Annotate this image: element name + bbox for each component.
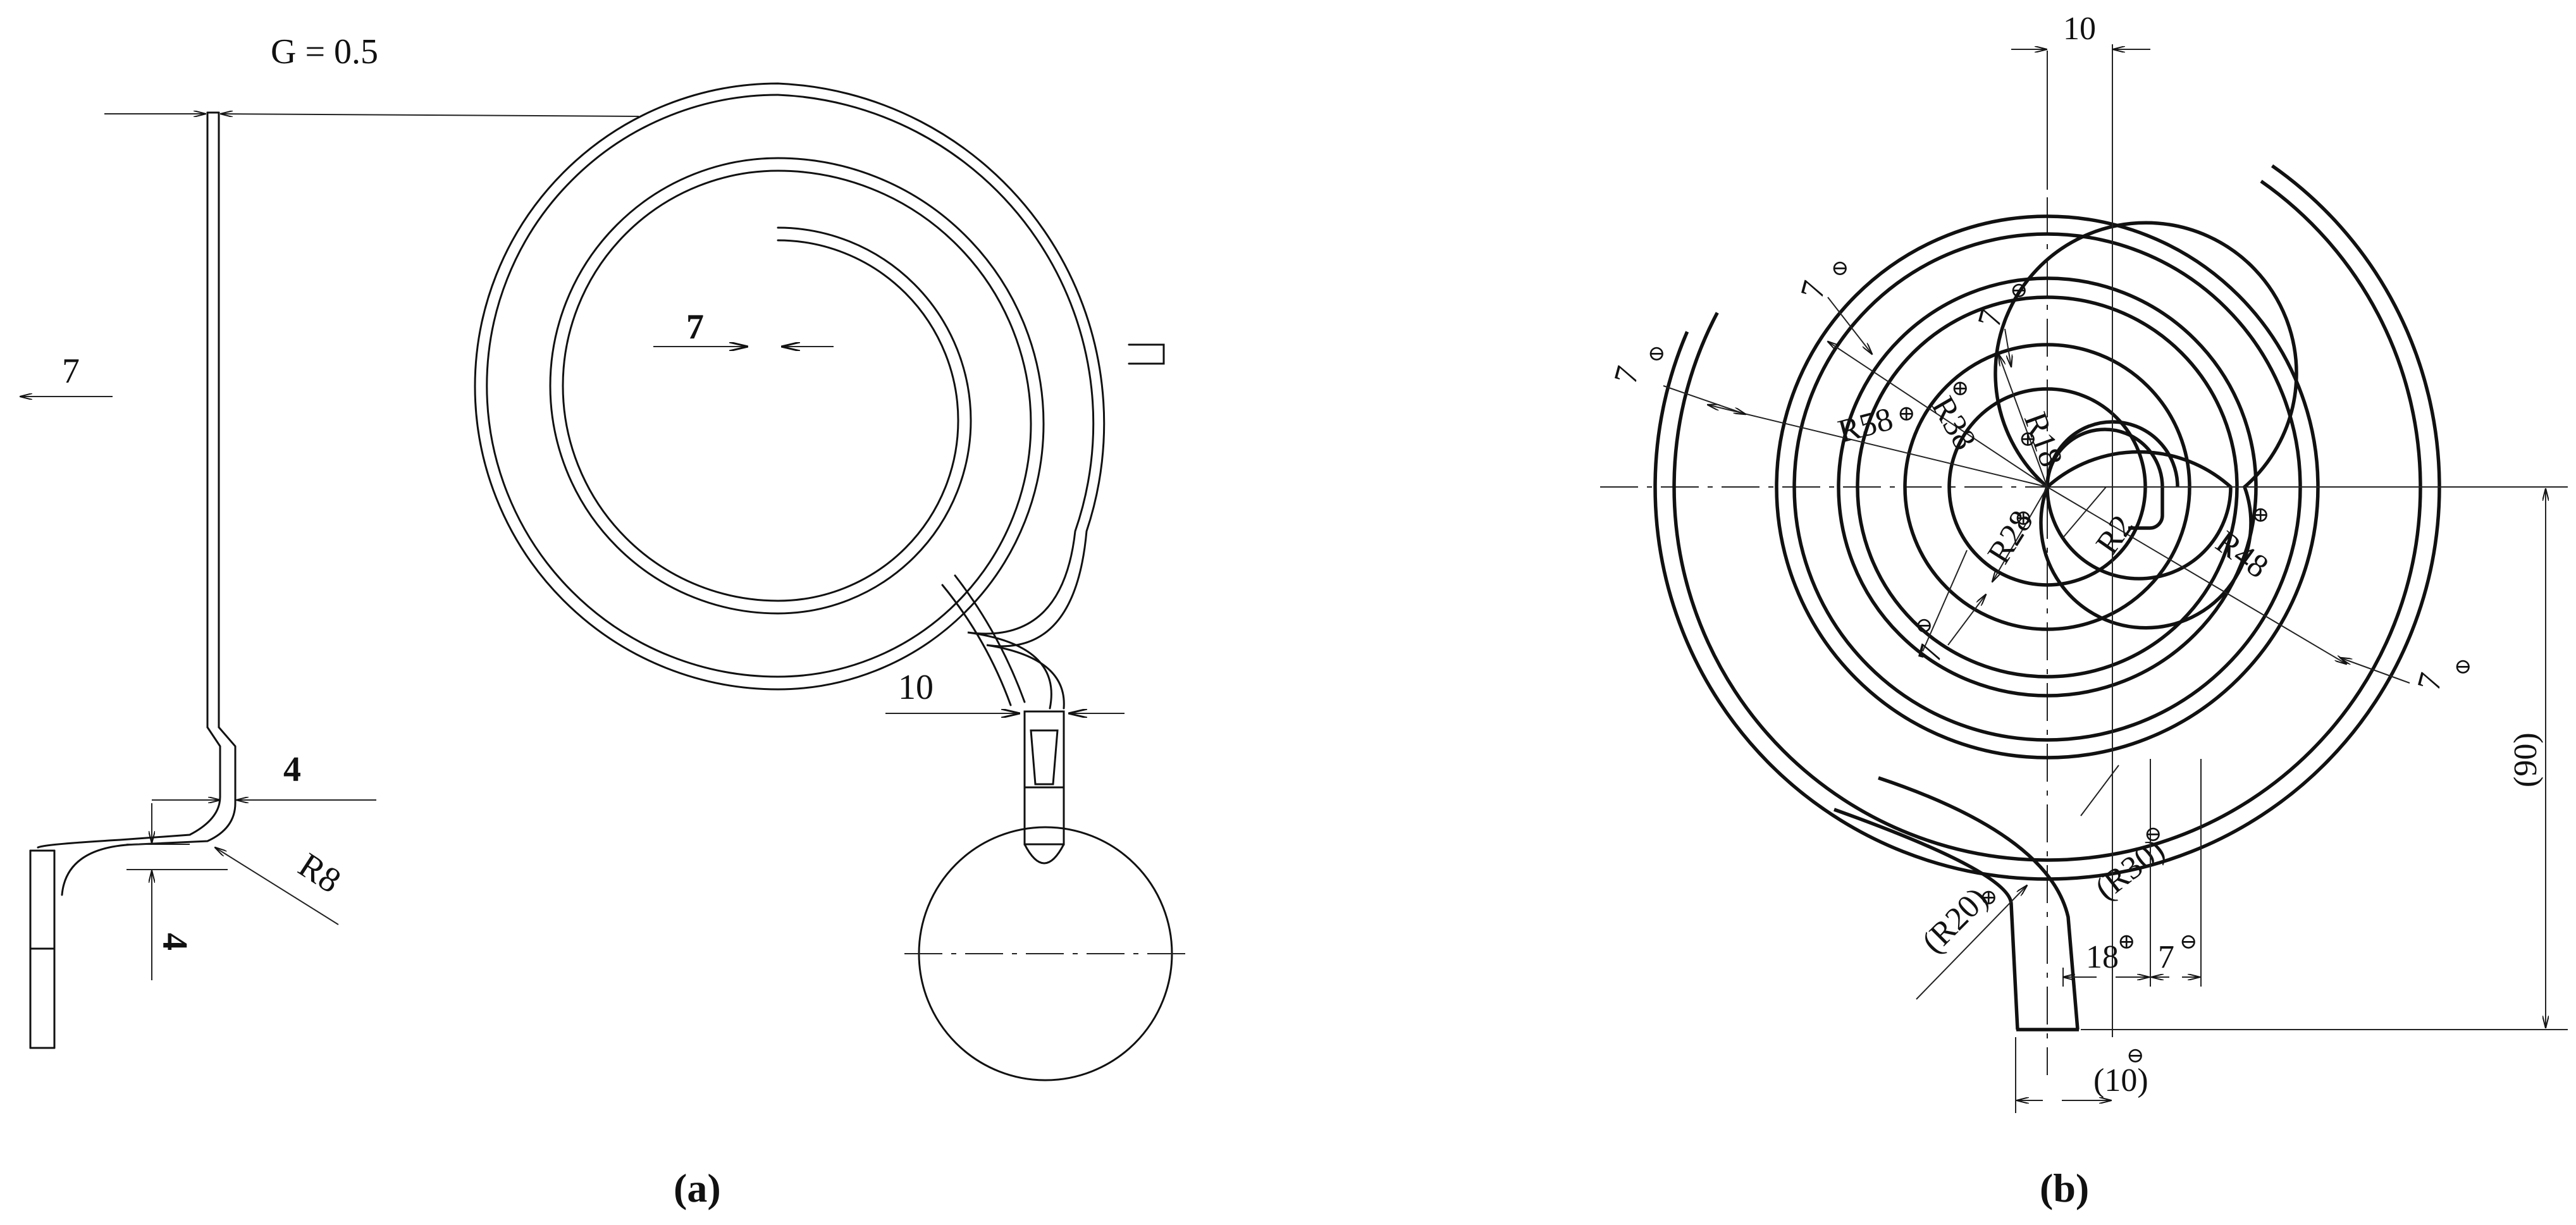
caption-a: (a): [674, 1166, 721, 1210]
bottom-dims: 18 7 (10): [2015, 759, 2202, 1113]
dim-4-h-label: 4: [283, 750, 301, 789]
panel-b: 10 R58 R38 R18 R28 R48 R2 (R30) (R20): [1600, 11, 2568, 1210]
top-width-label: 10: [2063, 11, 2096, 47]
gap-label: G = 0.5: [271, 32, 378, 71]
top-width-dim: 10: [2011, 11, 2150, 1037]
minus-symbol-7a: ⊖: [1648, 342, 1666, 366]
radius-leaders: R58 R38 R18 R28 R48 R2 (R30) (R20): [1663, 297, 2410, 1000]
plus-symbol-r38: ⊕: [1951, 377, 1969, 400]
plus-symbol-18: ⊕: [2117, 930, 2136, 954]
section-marks: 7 7 7 7 7: [1608, 277, 2450, 694]
minus-symbol-7d: ⊖: [1915, 614, 1933, 637]
minus-symbol-7b: ⊖: [1831, 257, 1849, 280]
spiral-front-view: [474, 82, 1165, 710]
dim-4-horizontal: 4: [152, 750, 376, 800]
plus-symbol-r28: ⊕: [2014, 507, 2033, 530]
dim-90: (90): [2055, 486, 2568, 1030]
r58-label: R58: [1834, 401, 1896, 450]
direction-arrow-7: 7: [20, 352, 113, 397]
tolerance-symbols: ⊕ ⊕ ⊕ ⊕ ⊕ ⊕ ⊕ ⊖ ⊖ ⊖ ⊖ ⊖ ⊖ ⊖ ⊖: [1648, 257, 2472, 1068]
section-7-a: 7: [1608, 362, 1647, 388]
dim-7-label: 7: [2158, 939, 2174, 975]
dim-4-vertical: 4: [126, 803, 228, 980]
caption-b: (b): [2040, 1166, 2089, 1210]
radius-r8: R8: [215, 846, 348, 925]
outlet-width-dim: 10: [885, 668, 1125, 713]
r8-label: R8: [292, 846, 348, 901]
arrow-7-label: 7: [62, 352, 80, 391]
outlet-nozzle: [1023, 710, 1065, 865]
plus-symbol-r20: ⊕: [1980, 886, 1998, 909]
spiral-width-dim: 7: [653, 307, 834, 347]
minus-symbol-10: ⊖: [2126, 1044, 2145, 1068]
panel-a: G = 0.5 7 4 4 R8: [20, 32, 1186, 1210]
spiral-width-label: 7: [686, 307, 704, 347]
minus-symbol-7e: ⊖: [2454, 655, 2472, 679]
section-7-b: 7: [1794, 277, 1833, 302]
section-7-e: 7: [2411, 669, 2450, 694]
section-7-c: 7: [1971, 305, 2011, 331]
side-profile: [29, 111, 237, 1049]
dim-90-label: (90): [2508, 732, 2544, 787]
outlet-width-label: 10: [898, 668, 934, 707]
dim-4-v-label: 4: [155, 933, 194, 951]
minus-symbol-7c: ⊖: [2010, 279, 2028, 302]
dim-18-label: 18: [2086, 939, 2119, 975]
plus-symbol-r58: ⊕: [1897, 402, 1916, 426]
minus-symbol-7: ⊖: [2179, 930, 2198, 954]
plus-symbol-r18: ⊕: [2019, 428, 2037, 451]
plus-symbol-r48: ⊕: [2252, 503, 2270, 527]
dim-10-label: (10): [2093, 1062, 2148, 1099]
gap-dimension: G = 0.5: [104, 32, 639, 116]
minus-symbol-r30: ⊖: [2144, 823, 2162, 846]
spherical-base: [904, 826, 1186, 1081]
